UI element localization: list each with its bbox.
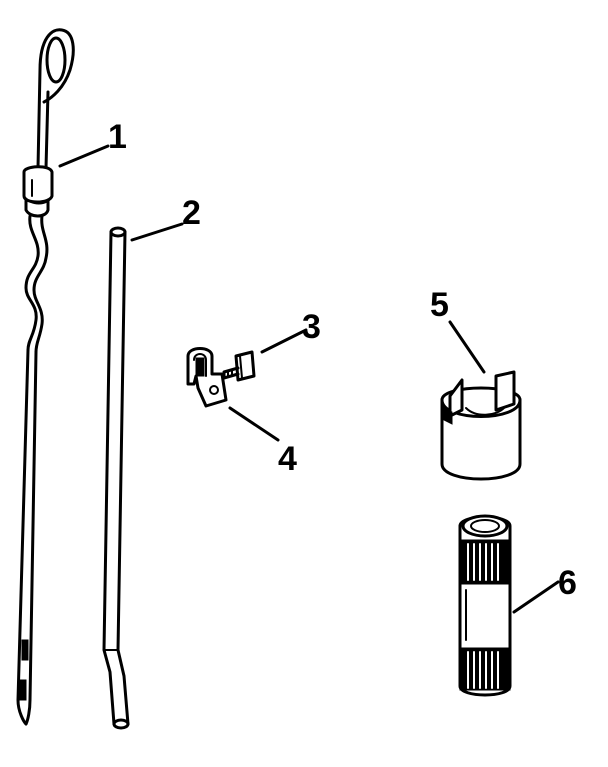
cap (440, 370, 522, 481)
callout-2-number: 2 (182, 194, 201, 232)
dipstick-tube (102, 226, 130, 730)
callout-5-leader (448, 320, 486, 374)
screw (222, 350, 256, 382)
callout-5-number: 5 (430, 286, 449, 324)
callout-3-number: 3 (302, 308, 321, 346)
callout-1-number: 1 (108, 118, 127, 156)
callout-3-leader (260, 328, 308, 354)
dipstick (16, 28, 75, 726)
callout-4-leader (228, 406, 280, 442)
callout-6-number: 6 (558, 564, 577, 602)
pipe-nipple (458, 514, 512, 697)
clip (186, 347, 228, 408)
callout-6-leader (512, 580, 560, 614)
callout-2-leader (130, 222, 184, 242)
callout-4-number: 4 (278, 440, 297, 478)
callout-1-leader (58, 144, 110, 168)
